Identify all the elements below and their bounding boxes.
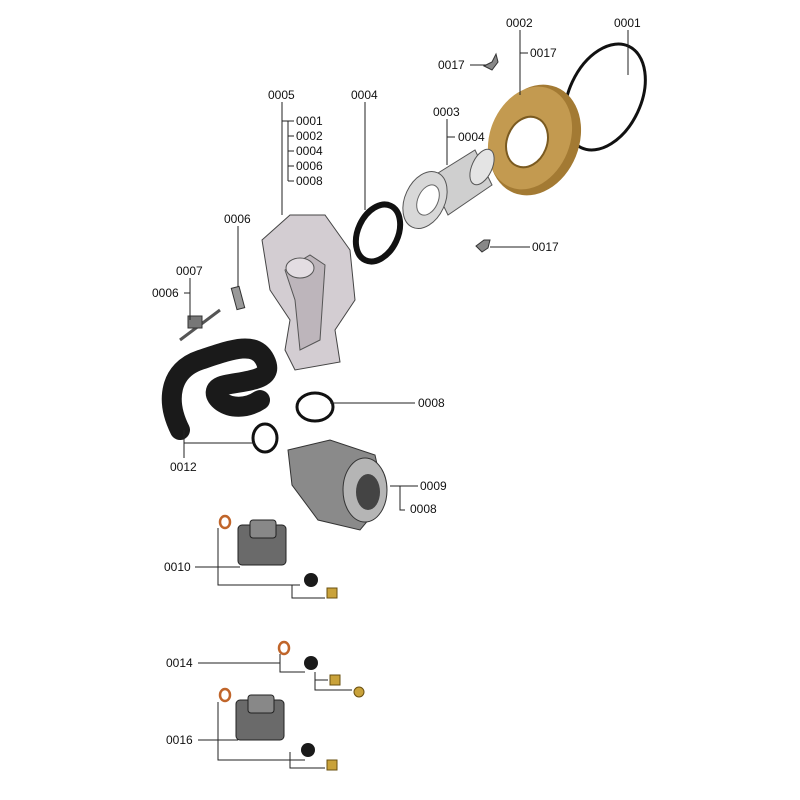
label-0004: 0004 (351, 88, 378, 102)
sensor-clip-0006[interactable] (230, 285, 246, 311)
nozzle-0016[interactable] (326, 759, 338, 771)
grommet-0014[interactable] (304, 656, 318, 670)
nozzle-0014a[interactable] (329, 674, 341, 686)
label-0017: 0017 (532, 240, 559, 254)
label-0008: 0008 (410, 502, 437, 516)
copper-seal-0016[interactable] (218, 687, 232, 703)
label-0017: 0017 (438, 58, 465, 72)
burner-tube-0003[interactable] (394, 146, 499, 236)
label-0004: 0004 (458, 130, 485, 144)
burner-disc-0002[interactable] (473, 71, 597, 210)
grommet-0016[interactable] (301, 743, 315, 757)
label-0001: 0001 (614, 16, 641, 30)
label-0014: 0014 (166, 656, 193, 670)
o-ring-hose[interactable] (251, 422, 279, 454)
label-0006: 0006 (296, 159, 323, 173)
label-0006: 0006 (152, 286, 179, 300)
air-hose-0012[interactable] (161, 338, 278, 440)
label-0005: 0005 (268, 88, 295, 102)
label-0004: 0004 (296, 144, 323, 158)
label-0016: 0016 (166, 733, 193, 747)
copper-seal-0014[interactable] (277, 640, 291, 656)
label-0008: 0008 (296, 174, 323, 188)
label-0008: 0008 (418, 396, 445, 410)
electrode-0007[interactable] (179, 308, 221, 342)
clip-0017-bottom[interactable] (475, 239, 491, 253)
copper-seal-0010[interactable] (218, 514, 232, 530)
part-labels: 0002 0017 0001 0017 0005 0001 0002 0004 … (152, 16, 641, 747)
label-0017: 0017 (530, 46, 557, 60)
label-0001: 0001 (296, 114, 323, 128)
gas-valve-0010[interactable] (237, 519, 287, 566)
housing-0005[interactable] (261, 214, 356, 371)
leader-lines (183, 30, 629, 769)
label-0002: 0002 (506, 16, 533, 30)
gasket-0008[interactable] (295, 391, 335, 423)
label-0009: 0009 (420, 479, 447, 493)
fan-0009[interactable] (287, 439, 388, 531)
label-0010: 0010 (164, 560, 191, 574)
label-0003: 0003 (433, 105, 460, 119)
grommet-0010[interactable] (304, 573, 318, 587)
clip-0017-top[interactable] (482, 52, 499, 71)
label-0006: 0006 (224, 212, 251, 226)
label-0007: 0007 (176, 264, 203, 278)
nozzle-0014b[interactable] (353, 686, 365, 698)
gasket-0004[interactable] (347, 197, 409, 268)
label-0012: 0012 (170, 460, 197, 474)
label-0002: 0002 (296, 129, 323, 143)
nozzle-0010[interactable] (326, 587, 338, 599)
o-ring-0001[interactable] (549, 31, 662, 163)
gas-valve-0016[interactable] (235, 694, 285, 741)
